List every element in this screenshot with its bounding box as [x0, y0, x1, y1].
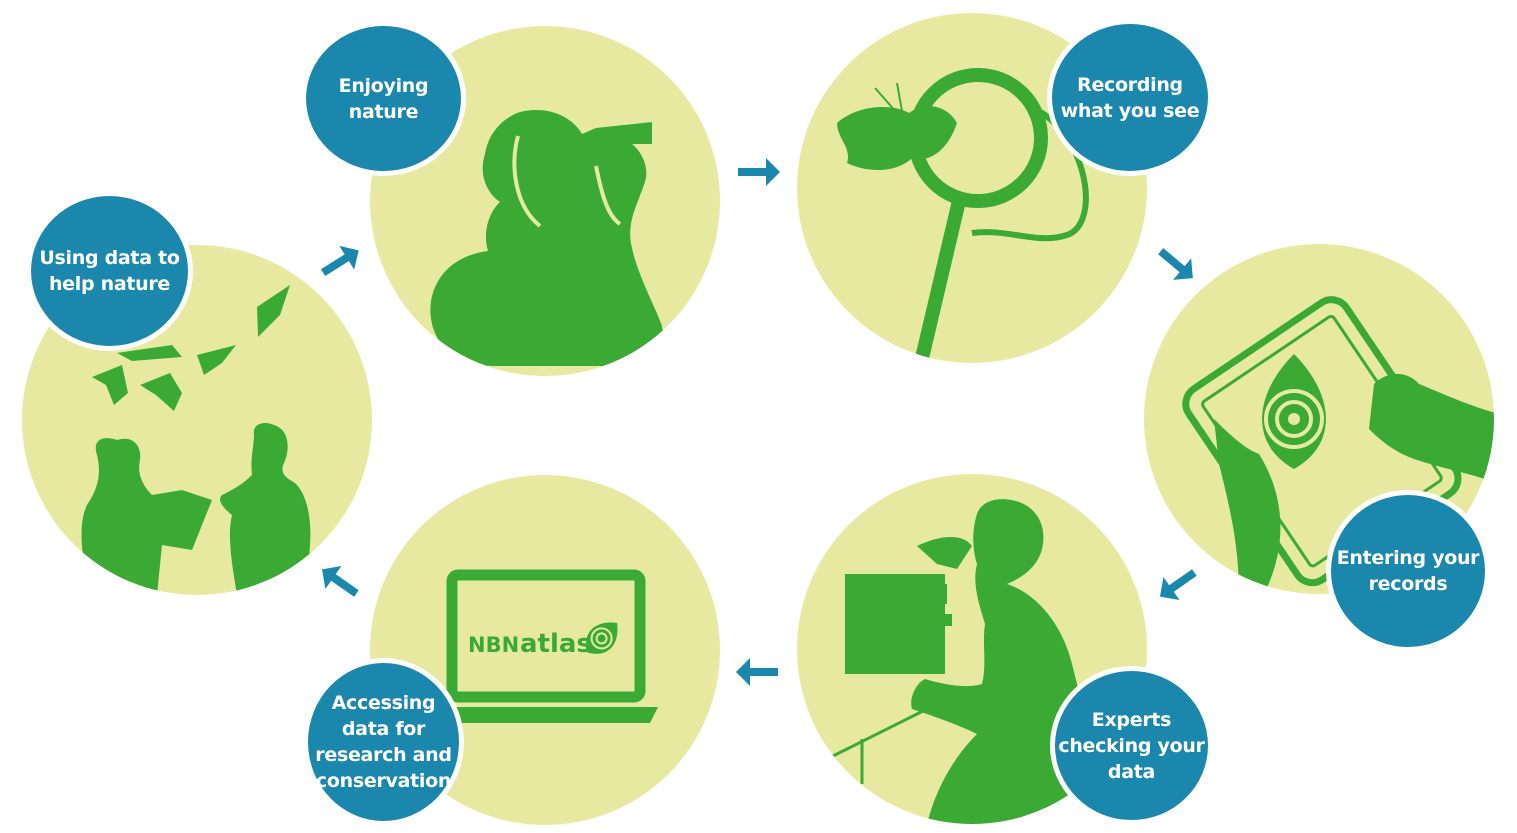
- step-label: Recording what you see: [1060, 73, 1200, 122]
- accessing-data-badge: Accessing data for research and conserva…: [303, 658, 464, 826]
- person-with-binoculars-icon: [430, 110, 663, 366]
- people-and-birds-icon: [81, 285, 317, 595]
- arrow-down-left-icon: [1154, 560, 1202, 608]
- recording-badge: Recording what you see: [1047, 19, 1213, 176]
- step-label: Experts checking your data: [1058, 708, 1205, 783]
- step-label: Using data to help nature: [39, 247, 180, 295]
- arrow-up-right-icon: [316, 238, 364, 286]
- arrow-right-icon: [734, 148, 782, 196]
- laptop-icon: NBN atlas: [432, 569, 658, 723]
- entering-records-badge: Entering your records: [1326, 490, 1490, 652]
- step-label: Enjoying nature: [338, 74, 429, 123]
- enjoying-nature-badge: Enjoying nature: [301, 21, 466, 176]
- arrow-down-right-icon: [1152, 240, 1200, 288]
- step-label: Accessing data for research and conserva…: [315, 692, 452, 792]
- arrow-up-left-icon: [316, 558, 364, 606]
- arrow-left-icon: [734, 648, 782, 696]
- atlas-leaf-logo: [586, 622, 618, 654]
- experts-checking-badge: Experts checking your data: [1050, 666, 1213, 825]
- enjoying-nature-circle: [370, 26, 720, 376]
- nbn-brand-text: NBN: [468, 633, 519, 657]
- using-data-badge: Using data to help nature: [26, 191, 193, 351]
- step-label: Entering your records: [1336, 547, 1480, 595]
- butterfly-magnifier-icon: [837, 68, 1089, 360]
- atlas-brand-text: atlas: [520, 629, 592, 659]
- using-data-circle: [22, 245, 372, 595]
